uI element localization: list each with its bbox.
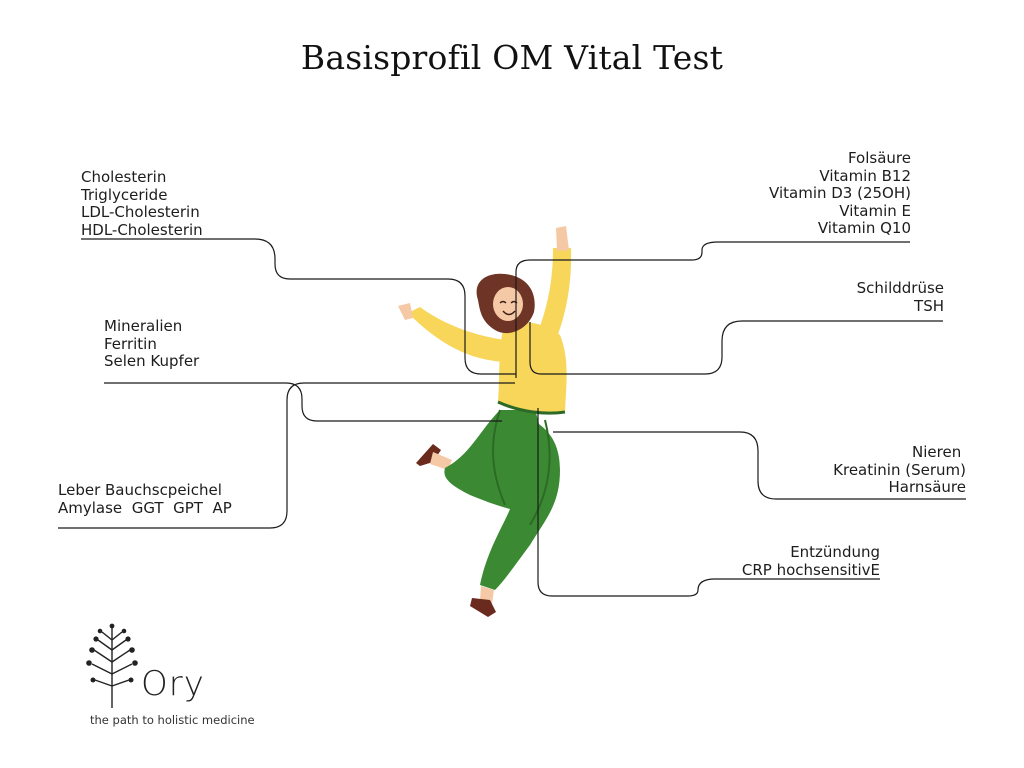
vitamins-line: Folsäure xyxy=(847,149,911,167)
lipids-line: Triglyceride xyxy=(81,185,168,204)
lipids-line: LDL-Cholesterin xyxy=(81,203,200,221)
minerals-line: Ferritin xyxy=(104,334,157,353)
page-title: Basisprofil OM Vital Test xyxy=(300,38,724,77)
thyroid-line: TSH xyxy=(914,296,944,315)
vitamins-line: Vitamin E xyxy=(839,201,911,220)
lipids-label: Cholesterin Triglyceride LDL-Cholesterin… xyxy=(81,168,203,239)
right-leg xyxy=(480,410,560,590)
dancing-woman-figure xyxy=(398,226,572,617)
right-shoe xyxy=(470,598,496,617)
left-arm xyxy=(408,307,505,362)
logo-name: Ory xyxy=(141,664,205,704)
vitamins-line: Vitamin B12 xyxy=(819,166,911,185)
inflammation-line: Entzündung xyxy=(790,543,880,561)
inflammation-line: CRP hochsensitivE xyxy=(741,560,880,579)
lipids-line: HDL-Cholesterin xyxy=(81,220,203,239)
leader-lines xyxy=(58,238,966,597)
logo-tagline: the path to holistic medicine xyxy=(90,713,255,727)
minerals-line: Mineralien xyxy=(104,317,183,335)
right-arm xyxy=(538,248,572,342)
liver-line: Amylase GGT GPT AP xyxy=(58,498,232,517)
face xyxy=(493,287,523,321)
lipids-line: Cholesterin xyxy=(81,168,167,186)
kidney-line: Nieren xyxy=(912,443,966,461)
vitamins-label: Folsäure Vitamin B12 Vitamin D3 (25OH) V… xyxy=(769,149,911,238)
kidney-label: Nieren Kreatinin (Serum) Harnsäure xyxy=(833,443,966,497)
kidney-line: Kreatinin (Serum) xyxy=(833,460,966,479)
liver-label: Leber Bauchscpeichel Amylase GGT GPT AP xyxy=(58,481,232,517)
minerals-line: Selen Kupfer xyxy=(104,352,200,370)
liver-line: Leber Bauchscpeichel xyxy=(58,481,222,499)
thyroid-line: Schilddrüse xyxy=(856,279,944,297)
kidney-line: Harnsäure xyxy=(888,478,966,496)
left-shoe xyxy=(416,444,441,466)
inflammation-label: Entzündung CRP hochsensitivE xyxy=(741,543,880,579)
thyroid-label: Schilddrüse TSH xyxy=(856,279,944,315)
vitamins-line: Vitamin Q10 xyxy=(817,219,911,237)
minerals-label: Mineralien Ferritin Selen Kupfer xyxy=(104,317,200,371)
shirt xyxy=(498,321,567,414)
ory-tree-logo xyxy=(86,623,138,708)
vitamins-line: Vitamin D3 (25OH) xyxy=(769,184,911,202)
